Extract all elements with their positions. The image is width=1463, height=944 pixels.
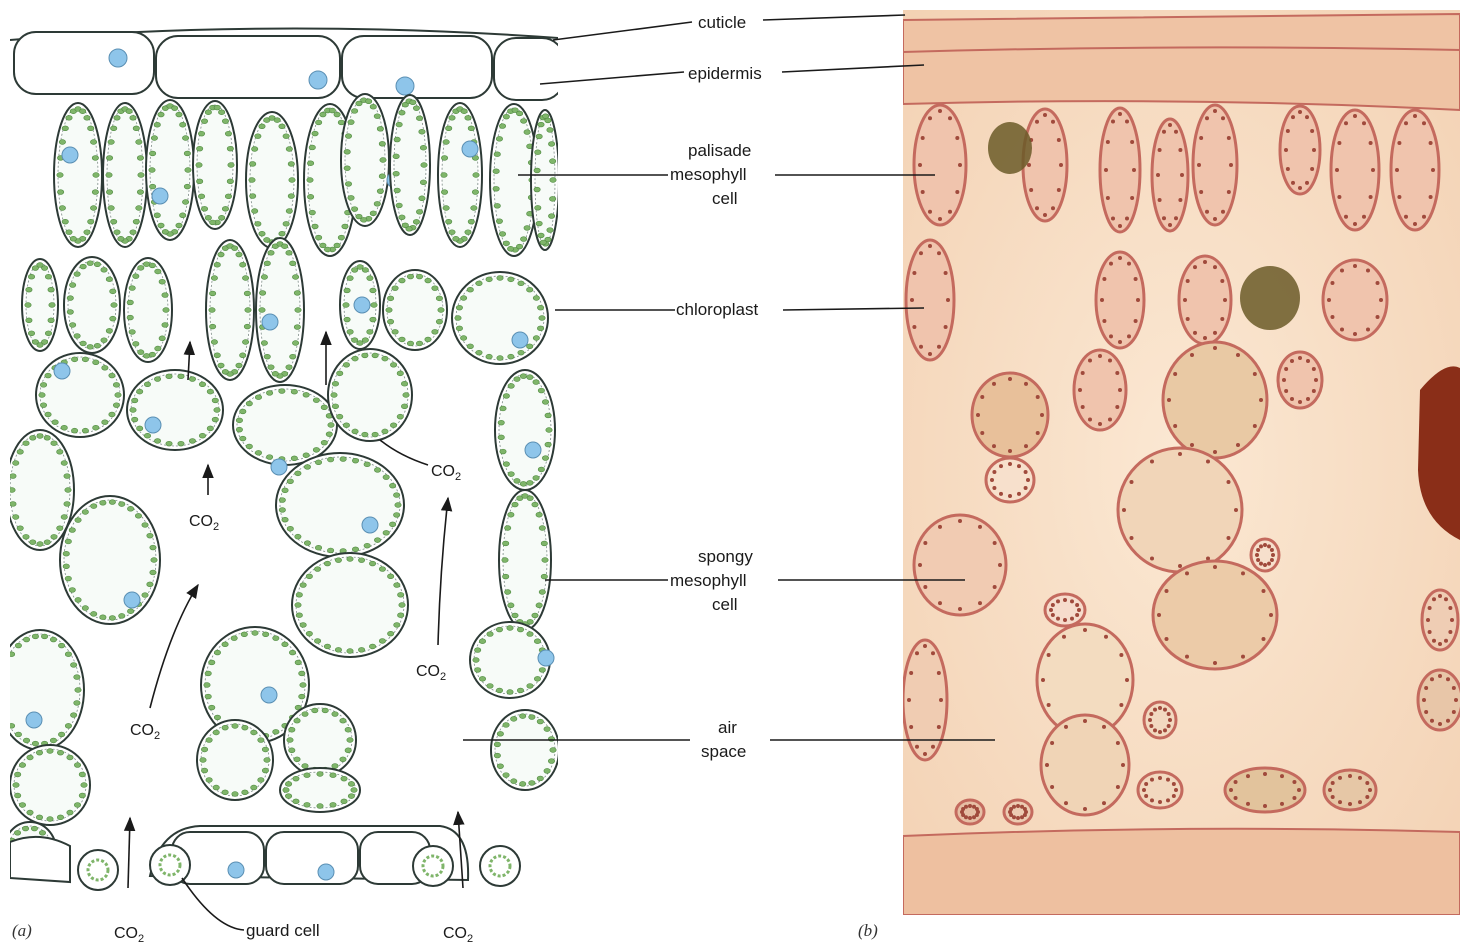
epidermis-label: epidermis (688, 64, 762, 83)
spongy-cell (284, 704, 356, 776)
micrograph-palisade-cell (1193, 105, 1237, 225)
spongy-label-line2: mesophyll (670, 571, 747, 590)
micrograph-spongy-cell (1153, 561, 1277, 669)
palisade-cell (206, 240, 254, 380)
micrograph-spongy-cell (1045, 594, 1085, 626)
co2-label: CO2 (443, 925, 473, 944)
palisade-cell (246, 112, 298, 248)
spongy-cell (495, 370, 555, 490)
diagram-panel-a (0, 28, 564, 890)
spongy-cell (36, 353, 124, 437)
palisade-cell (340, 261, 380, 349)
palisade-cell (531, 110, 559, 250)
spongy-cell (10, 745, 90, 825)
micrograph-spongy-cell (914, 515, 1006, 615)
micrograph-palisade-cell (1331, 110, 1379, 230)
micrograph-spongy-cell (1225, 768, 1305, 812)
spongy-cell (328, 349, 412, 441)
co2-label: CO2 (431, 463, 461, 483)
micrograph-palisade-cell (1391, 110, 1439, 230)
cuticle-label: cuticle (698, 13, 746, 32)
micrograph-palisade-cell (1074, 350, 1126, 430)
micrograph-palisade-cell (1096, 252, 1144, 348)
air-space-label-line2: space (701, 742, 746, 761)
micrograph-spongy-cell (1418, 670, 1462, 730)
spongy-cell (276, 453, 404, 557)
micrograph-palisade-cell (906, 240, 954, 360)
palisade-cell (54, 103, 102, 247)
micrograph-palisade-cell (1152, 119, 1188, 231)
palisade-cell (438, 103, 482, 247)
palisade-cell (103, 103, 147, 247)
co2-label: CO2 (130, 722, 160, 742)
air-space-label-line1: air (718, 718, 737, 737)
micrograph-spongy-cell (1138, 772, 1182, 808)
micrograph-palisade-cell (1100, 108, 1140, 232)
micrograph-palisade-cell (1280, 106, 1320, 194)
co2-label: CO2 (114, 925, 144, 944)
micrograph-palisade-cell (1278, 352, 1322, 408)
upper-epidermis (10, 28, 564, 100)
palisade-cell (146, 100, 194, 240)
spongy-cell (0, 630, 84, 750)
spongy-label-line3: cell (712, 595, 738, 614)
co2-label: CO2 (189, 513, 219, 533)
guard-cell-label: guard cell (246, 921, 320, 940)
micrograph-spongy-cell (1144, 702, 1176, 738)
spongy-cell (499, 490, 551, 630)
chloroplast-label: chloroplast (676, 300, 758, 319)
micrograph-palisade-cell (1179, 256, 1231, 344)
palisade-cell (452, 272, 548, 364)
spongy-cell (197, 720, 273, 800)
palisade-label-line3: cell (712, 189, 738, 208)
spongy-cells (0, 349, 559, 878)
micrograph-spongy-cell (1004, 800, 1032, 824)
palisade-cell (124, 258, 172, 362)
palisade-cell (383, 270, 447, 350)
palisade-cell (193, 101, 237, 229)
spongy-cell (280, 768, 360, 812)
micrograph-panel-b (903, 10, 1462, 915)
palisade-cells (22, 94, 559, 382)
spongy-label-line1: spongy (698, 547, 753, 566)
micrograph-spongy-cell (1041, 715, 1129, 815)
micrograph-spongy-cell (1251, 539, 1279, 571)
micrograph-spongy-cell (1324, 770, 1376, 810)
spongy-cell (292, 553, 408, 657)
micrograph-spongy-cell (1118, 448, 1242, 572)
micrograph-spongy-cell (986, 458, 1034, 502)
spongy-cell (6, 430, 74, 550)
palisade-cell (256, 238, 304, 382)
micrograph-spongy-cell (1163, 342, 1267, 458)
palisade-label-line2: mesophyll (670, 165, 747, 184)
micrograph-palisade-cell (1323, 260, 1387, 340)
palisade-cell (64, 257, 120, 353)
micrograph-palisade-cell (914, 105, 966, 225)
palisade-label-line1: palisade (688, 141, 751, 160)
micrograph-spongy-cell (1422, 590, 1458, 650)
micrograph-spongy-cell (956, 800, 984, 824)
spongy-cell (470, 622, 554, 698)
spongy-cell (127, 370, 223, 450)
micrograph-spongy-cell (903, 640, 947, 760)
co2-label: CO2 (416, 663, 446, 683)
panel-label-a: (a) (12, 921, 32, 940)
palisade-cell (22, 259, 58, 351)
spongy-cell (491, 710, 559, 790)
palisade-cell (390, 95, 430, 235)
micrograph-palisade-cell (1023, 109, 1067, 221)
spongy-cell (60, 496, 160, 624)
micrograph-spongy-cell (972, 373, 1048, 457)
panel-label-b: (b) (858, 921, 878, 940)
